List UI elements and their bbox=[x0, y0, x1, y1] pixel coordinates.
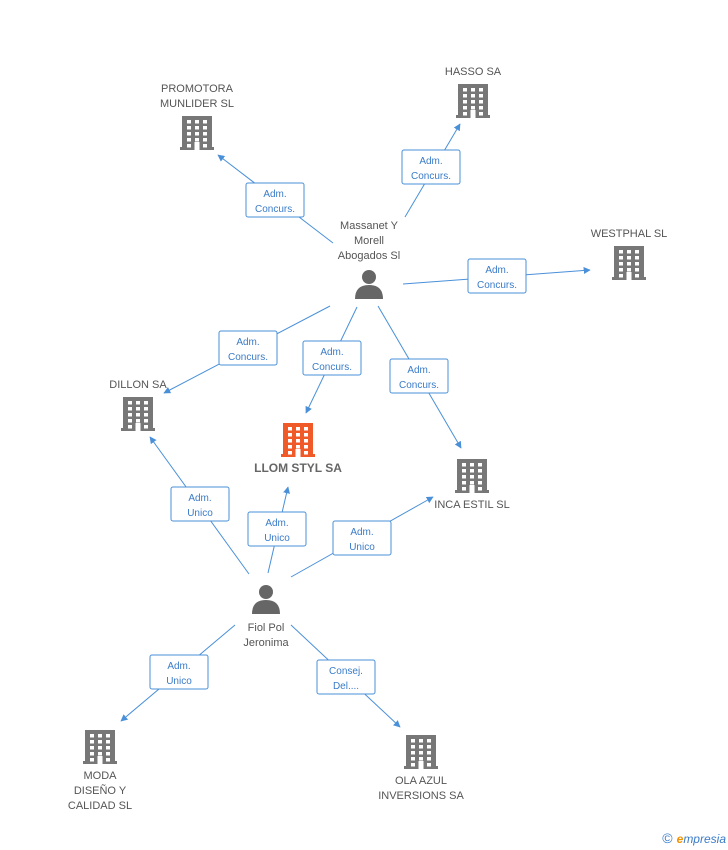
node-llom[interactable]: LLOM STYL SA bbox=[254, 423, 342, 475]
edge-badge-text: Concurs. bbox=[477, 280, 517, 291]
edge-badge[interactable]: Consej. Del.... bbox=[316, 659, 376, 695]
node-label-westphal: WESTPHAL SL bbox=[591, 228, 668, 240]
node-label-moda: CALIDAD SL bbox=[68, 800, 132, 812]
edge-badge-text: Adm. bbox=[265, 518, 288, 529]
node-label-moda: DISEÑO Y bbox=[74, 784, 127, 797]
edge-badge-box bbox=[218, 330, 278, 366]
building-icon bbox=[404, 735, 438, 769]
node-label-promotora: MUNLIDER SL bbox=[160, 98, 234, 110]
building-icon bbox=[612, 246, 646, 280]
edge-badge-text: Unico bbox=[264, 533, 290, 544]
node-promotora[interactable]: PROMOTORA MUNLIDER SL bbox=[160, 83, 234, 150]
edge-badge[interactable]: Adm. Concurs. bbox=[218, 330, 278, 366]
edge-badge-text: Unico bbox=[187, 508, 213, 519]
edge-badge-box bbox=[245, 182, 305, 218]
node-label-hasso: HASSO SA bbox=[445, 66, 502, 78]
edge-badge[interactable]: Adm. Concurs. bbox=[302, 340, 362, 376]
edge-badge[interactable]: Adm. Unico bbox=[332, 520, 392, 556]
edge-badge[interactable]: Adm. Unico bbox=[149, 654, 209, 690]
person-icon bbox=[355, 270, 383, 299]
edge-badge-text: Adm. bbox=[236, 337, 259, 348]
node-label-fiol: Fiol Pol bbox=[248, 622, 285, 634]
edge-badge-text: Concurs. bbox=[312, 362, 352, 373]
building-icon bbox=[180, 116, 214, 150]
brand-name: mpresia bbox=[683, 832, 726, 846]
edge-badge[interactable]: Adm. Concurs. bbox=[245, 182, 305, 218]
brand-initial: e bbox=[676, 832, 684, 846]
node-label-massanet: Morell bbox=[354, 235, 384, 247]
edge-badge-text: Concurs. bbox=[399, 380, 439, 391]
edge-badge-box bbox=[401, 149, 461, 185]
edge-badge-text: Adm. bbox=[485, 265, 508, 276]
edge-badge-text: Adm. bbox=[419, 156, 442, 167]
edge-badge[interactable]: Adm. Concurs. bbox=[467, 258, 527, 294]
node-label-moda: MODA bbox=[84, 770, 118, 782]
edge-badge-text: Adm. bbox=[263, 189, 286, 200]
node-dillon[interactable]: DILLON SA bbox=[109, 379, 167, 431]
edge-badge-text: Adm. bbox=[188, 493, 211, 504]
edge-badge-text: Adm. bbox=[320, 347, 343, 358]
building-icon bbox=[83, 730, 117, 764]
building-icon bbox=[281, 423, 315, 457]
edge-badge-text: Unico bbox=[166, 676, 192, 687]
edge-badge-box bbox=[467, 258, 527, 294]
edge-badge[interactable]: Adm. Concurs. bbox=[389, 358, 449, 394]
nodes-layer: LLOM STYL SA PROMOTORA MUNLIDER SL HASSO SA… bbox=[68, 66, 667, 812]
edge-badge-text: Concurs. bbox=[228, 352, 268, 363]
copyright-icon: © bbox=[662, 830, 673, 846]
node-label-fiol: Jeronima bbox=[243, 637, 289, 649]
edge-badge-box bbox=[316, 659, 376, 695]
edges-layer bbox=[120, 123, 591, 728]
edge-badge-text: Unico bbox=[349, 542, 375, 553]
node-label-massanet: Massanet Y bbox=[340, 220, 399, 232]
node-label-ola: OLA AZUL bbox=[395, 775, 447, 787]
empresia-credit[interactable]: ©empresia bbox=[662, 830, 726, 846]
edge-badge-box bbox=[247, 511, 307, 547]
node-label-massanet: Abogados Sl bbox=[338, 250, 400, 262]
edge-badge-box bbox=[302, 340, 362, 376]
node-label-inca: INCA ESTIL SL bbox=[434, 499, 509, 511]
node-moda[interactable]: MODA DISEÑO Y CALIDAD SL bbox=[68, 730, 132, 812]
building-icon bbox=[456, 84, 490, 118]
node-westphal[interactable]: WESTPHAL SL bbox=[591, 228, 668, 280]
edge-badge-box bbox=[389, 358, 449, 394]
node-label-llom: LLOM STYL SA bbox=[254, 461, 342, 475]
node-label-dillon: DILLON SA bbox=[109, 379, 167, 391]
node-label-promotora: PROMOTORA bbox=[161, 83, 234, 95]
badges-layer: Adm.Concurs.Adm.Concurs.Adm.Concurs.Adm.… bbox=[149, 149, 527, 695]
edge-badge[interactable]: Adm. Unico bbox=[247, 511, 307, 547]
building-icon bbox=[455, 459, 489, 493]
edge-badge-box bbox=[332, 520, 392, 556]
edge-badge-text: Adm. bbox=[350, 527, 373, 538]
building-icon bbox=[121, 397, 155, 431]
edge-badge-text: Adm. bbox=[407, 365, 430, 376]
edge-badge-text: Consej. bbox=[329, 666, 363, 677]
edge-badge-text: Adm. bbox=[167, 661, 190, 672]
edge-badge-box bbox=[170, 486, 230, 522]
edge-badge[interactable]: Adm. Concurs. bbox=[401, 149, 461, 185]
node-label-ola: INVERSIONS SA bbox=[378, 790, 464, 802]
person-icon bbox=[252, 585, 280, 614]
edge-badge-text: Concurs. bbox=[411, 171, 451, 182]
node-ola[interactable]: OLA AZUL INVERSIONS SA bbox=[378, 735, 464, 802]
node-hasso[interactable]: HASSO SA bbox=[445, 66, 502, 118]
edge-badge-box bbox=[149, 654, 209, 690]
edge-badge[interactable]: Adm. Unico bbox=[170, 486, 230, 522]
edge-badge-text: Concurs. bbox=[255, 204, 295, 215]
edge-badge-text: Del.... bbox=[333, 681, 359, 692]
node-inca[interactable]: INCA ESTIL SL bbox=[434, 459, 510, 511]
